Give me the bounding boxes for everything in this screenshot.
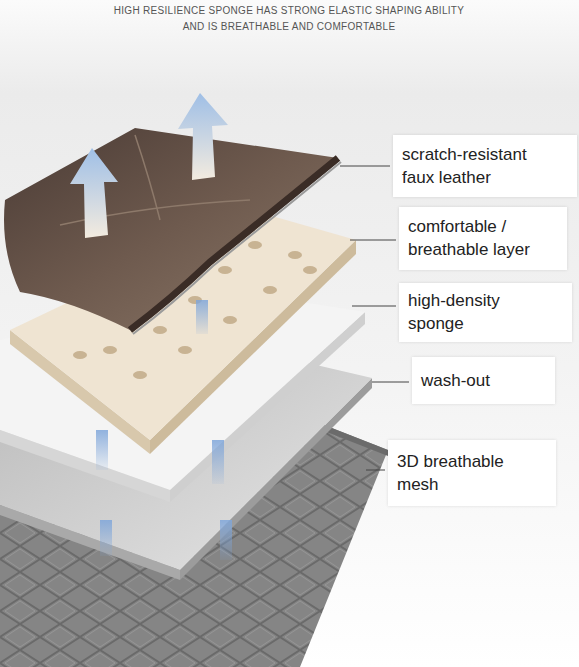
leather-layer [4, 128, 338, 330]
leader-line [366, 470, 385, 471]
breath-arrow [70, 148, 118, 238]
leader-line [372, 382, 409, 383]
layer-label: high-density sponge [408, 289, 538, 336]
layer-label: wash-out [421, 369, 490, 392]
label-box: high-density sponge [399, 283, 572, 342]
hole [248, 241, 262, 249]
leather-rim [133, 162, 341, 334]
leader-line [352, 306, 396, 307]
hole [288, 251, 302, 259]
air-flow [196, 300, 208, 334]
hole [103, 346, 117, 354]
air-flow [220, 520, 232, 560]
label-box: wash-out [412, 357, 555, 404]
hole [153, 326, 167, 334]
hole [178, 346, 192, 354]
leather-seam [135, 135, 160, 220]
hole [133, 371, 147, 379]
layer-label: scratch-resistant faux leather [402, 143, 557, 190]
leader-line [350, 240, 396, 241]
layer-label: 3D breathable mesh [397, 450, 532, 497]
layer-label: comfortable / breathable layer [408, 215, 558, 262]
hole [303, 266, 317, 274]
label-text-group: scratch-resistant faux leather [402, 143, 557, 190]
leader-line [340, 166, 390, 167]
breath-arrow [178, 93, 228, 180]
label-text-group: comfortable / breathable layer [408, 215, 558, 262]
air-flow [96, 430, 108, 470]
hole [73, 351, 87, 359]
hole [223, 316, 237, 324]
label-box: 3D breathable mesh [388, 440, 556, 506]
hole [218, 266, 232, 274]
leather-edge [130, 158, 338, 330]
hole [263, 286, 277, 294]
air-flow [100, 520, 112, 556]
label-text-group: wash-out [421, 369, 490, 392]
label-box: comfortable / breathable layer [399, 207, 567, 270]
page-title: HIGH RESILIENCE SPONGE HAS STRONG ELASTI… [109, 3, 469, 34]
label-text-group: high-density sponge [408, 289, 538, 336]
label-box: scratch-resistant faux leather [393, 135, 577, 197]
air-flow [212, 440, 224, 484]
label-text-group: 3D breathable mesh [397, 450, 532, 497]
